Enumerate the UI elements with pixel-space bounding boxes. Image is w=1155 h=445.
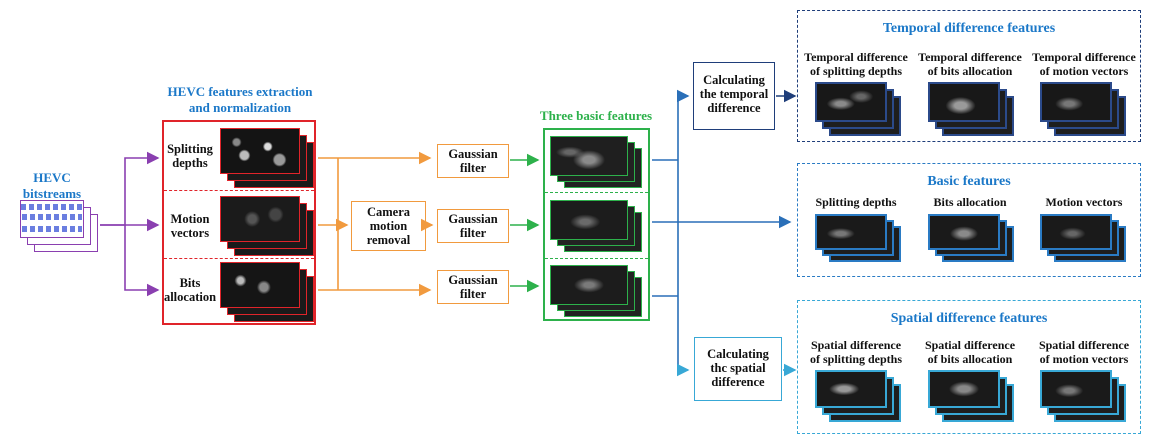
gaussian-filter-box-1 bbox=[437, 144, 509, 178]
spatial-item-label-1: Spatial difference of splitting depths bbox=[809, 338, 903, 366]
basic-panel bbox=[797, 163, 1141, 277]
splitting-depths-label: Splitting depths bbox=[167, 142, 213, 170]
three-basic-features-box bbox=[543, 128, 650, 321]
three-basic-features-title: Three basic features bbox=[539, 108, 653, 123]
calc-spatial-label: Calculating thc spatial difference bbox=[707, 347, 769, 389]
temporal-item-label-3: Temporal difference of motion vectors bbox=[1032, 50, 1136, 78]
blue-arrows bbox=[652, 89, 792, 370]
temporal-item-label-1: Temporal difference of splitting depths bbox=[804, 50, 908, 78]
calc-temporal-label: Calculating the temporal difference bbox=[699, 73, 769, 115]
calc-spatial-box bbox=[694, 337, 782, 401]
gaussian-filter-box-2 bbox=[437, 209, 509, 243]
temporal-panel-title: Temporal difference features bbox=[882, 21, 1056, 36]
gaussian-filter-label-2: Gaussian filter bbox=[448, 212, 498, 240]
video-frames-stack-icon bbox=[20, 200, 100, 256]
extraction-title: HEVC features extraction and normalizati… bbox=[167, 84, 313, 115]
purple-arrows bbox=[100, 151, 160, 297]
gaussian-filter-box-3 bbox=[437, 270, 509, 304]
camera-motion-removal-box bbox=[351, 201, 426, 251]
temporal-item-label-2: Temporal difference of bits allocation bbox=[918, 50, 1022, 78]
spatial-item-label-2: Spatial difference of bits allocation bbox=[924, 338, 1016, 366]
motion-vectors-label: Motion vectors bbox=[170, 212, 210, 240]
extraction-box bbox=[162, 120, 316, 325]
calc-temporal-box bbox=[693, 62, 775, 130]
basic-item-label-2: Bits allocation bbox=[933, 195, 1007, 209]
spatial-panel-title: Spatial difference features bbox=[890, 311, 1048, 326]
green-arrows bbox=[510, 153, 540, 293]
spatial-item-label-3: Spatial difference of motion vectors bbox=[1038, 338, 1130, 366]
spatial-panel bbox=[797, 300, 1141, 434]
orange-arrows bbox=[318, 151, 434, 297]
basic-item-label-1: Splitting depths bbox=[815, 195, 897, 209]
basic-panel-title: Basic features bbox=[927, 174, 1011, 189]
bits-allocation-label: Bits allocation bbox=[163, 276, 217, 304]
gaussian-filter-label-1: Gaussian filter bbox=[448, 147, 498, 175]
gaussian-filter-label-3: Gaussian filter bbox=[448, 273, 498, 301]
basic-item-label-3: Motion vectors bbox=[1045, 195, 1123, 209]
temporal-panel bbox=[797, 10, 1141, 142]
camera-motion-removal-label: Camera motion removal bbox=[366, 205, 411, 247]
